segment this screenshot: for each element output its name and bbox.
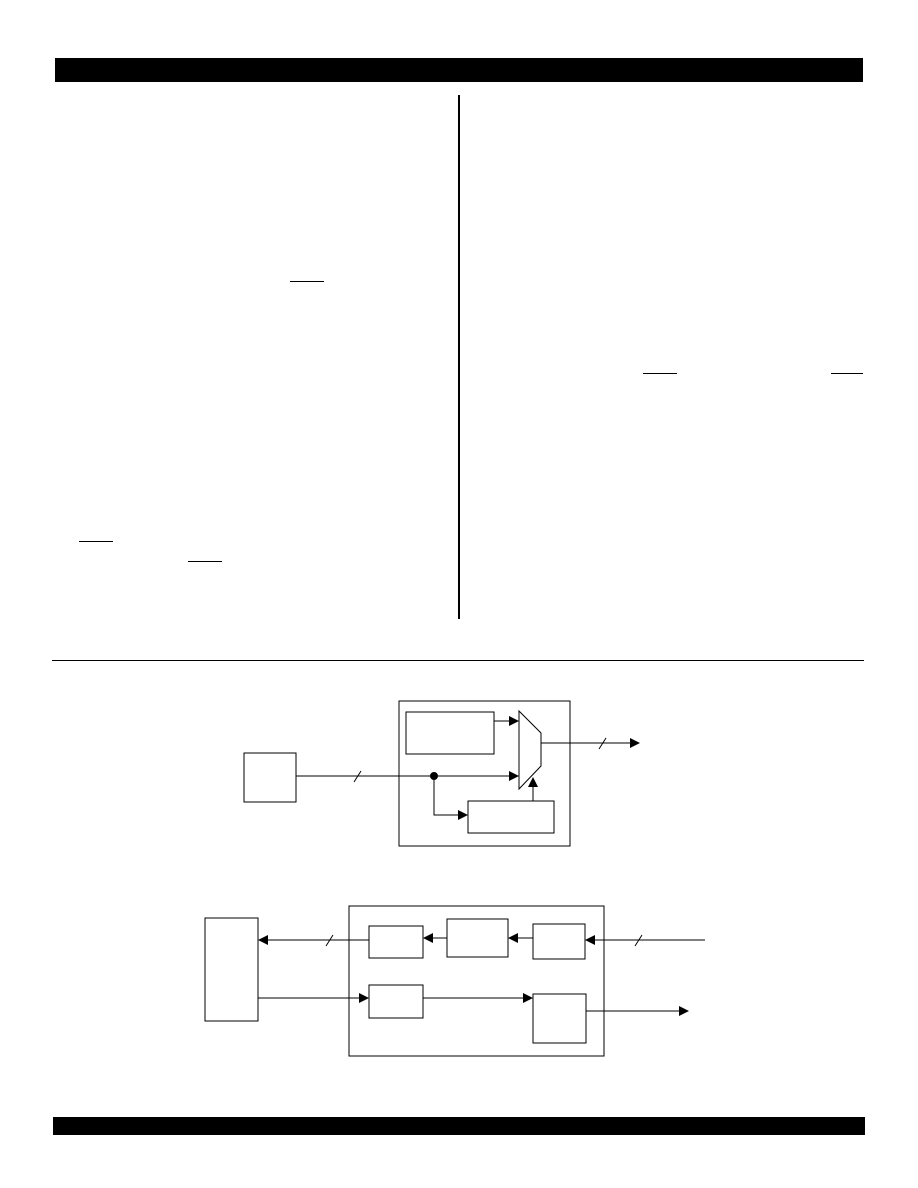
section-rule [52,660,864,661]
block-bottom-left [368,984,424,1019]
column-divider [458,95,460,619]
overline-mark [290,281,324,282]
block-top-right [532,923,586,960]
header-bar [55,58,863,82]
source-block [243,752,297,803]
footer-bar [53,1117,865,1135]
block-top-left [368,925,424,959]
overline-mark [79,541,113,542]
branch-line [433,776,468,820]
block-bottom-right [532,993,587,1044]
overline-mark [188,561,222,562]
bus-mark [634,934,643,947]
bus-mark [325,934,334,947]
outer-container [398,700,571,847]
bus-mark [598,737,607,750]
diagram-bottom [204,905,705,1057]
outer-container [348,905,605,1057]
overline-mark [643,373,677,374]
side-block [204,917,259,1022]
multiplexer [518,709,542,791]
lower-inner-block [467,800,555,834]
overline-mark [831,373,863,374]
block-top-middle [446,918,509,958]
bus-mark [353,770,362,783]
upper-inner-block [405,711,495,755]
diagram-top [243,700,640,847]
